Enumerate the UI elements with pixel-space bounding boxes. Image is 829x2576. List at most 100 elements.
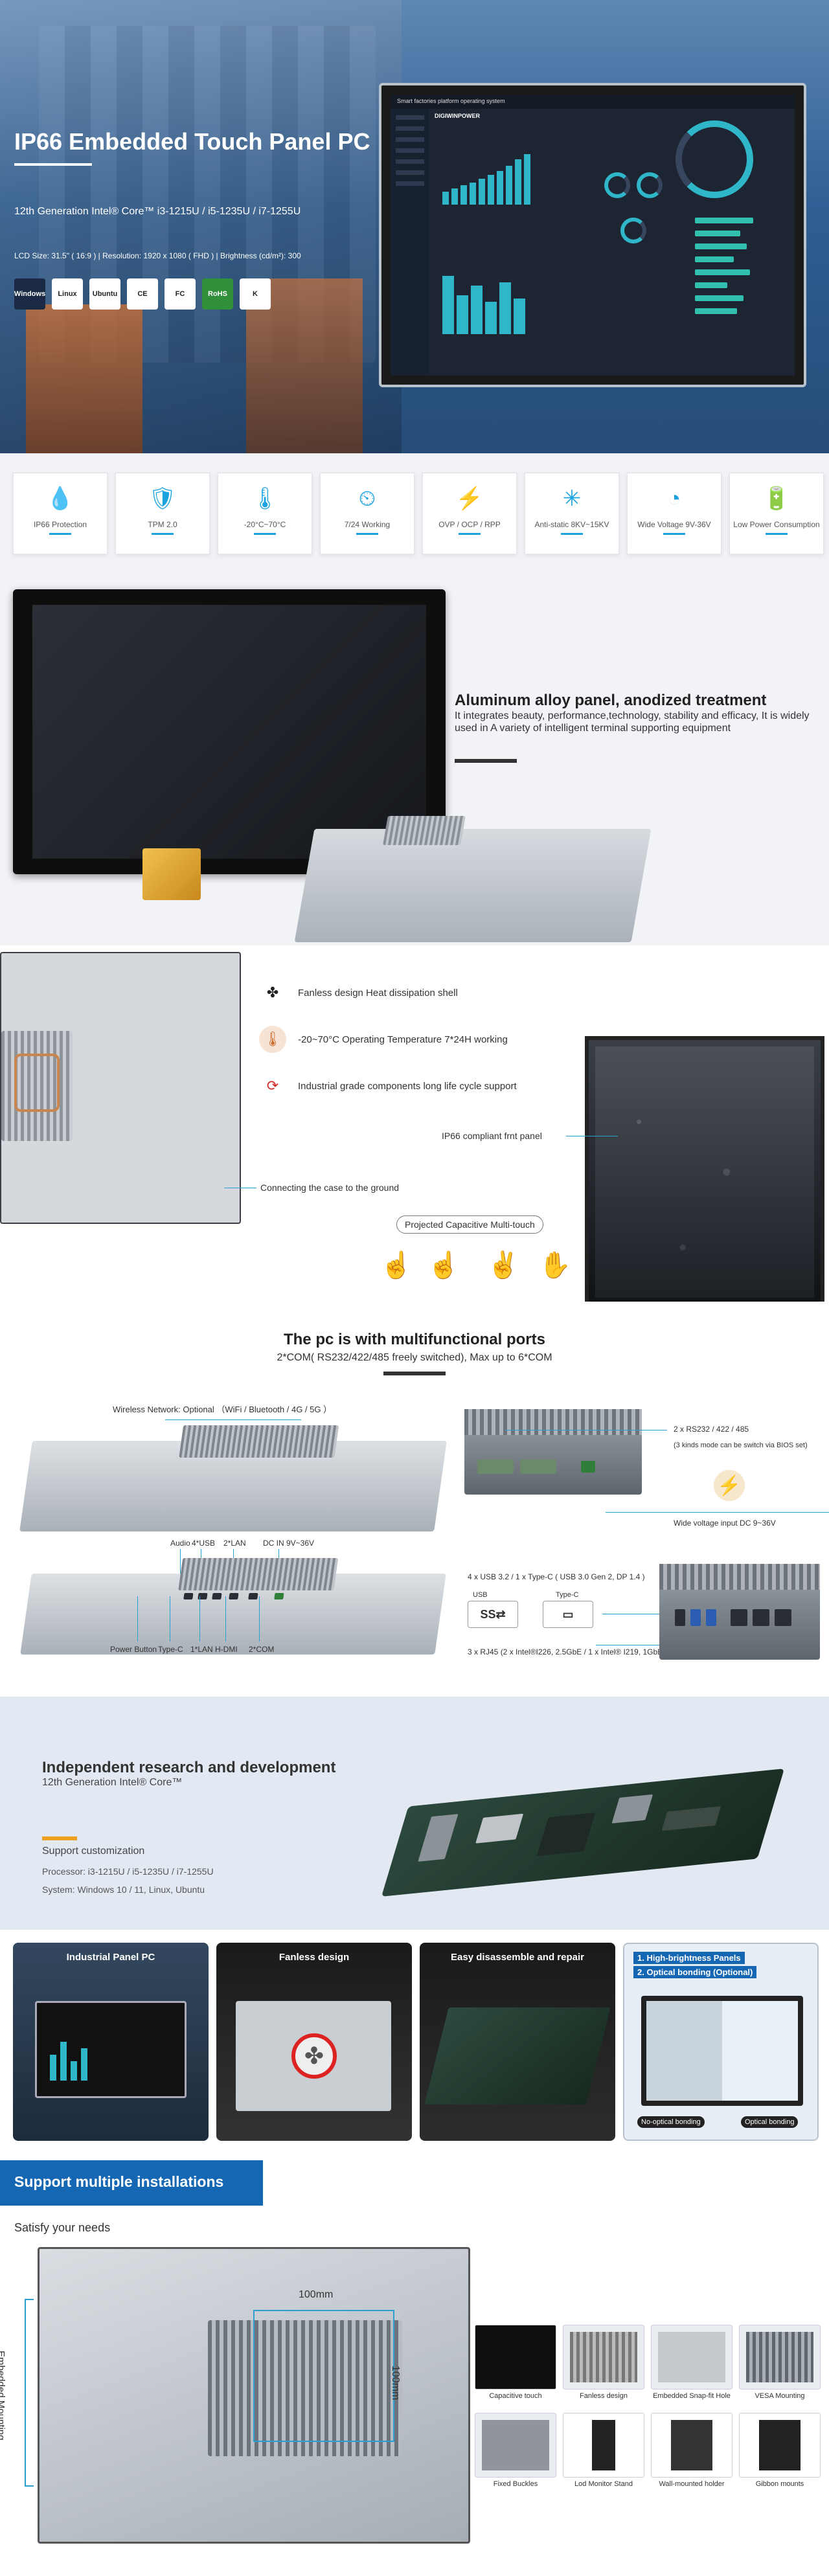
typec-label: Type-C <box>158 1645 183 1654</box>
ce-logo: CE <box>127 278 158 310</box>
cycle-icon: ⟳ <box>266 1078 279 1094</box>
ubuntu-logo: Ubuntu <box>89 278 120 310</box>
feature-card: ⏲7/24 Working <box>320 473 414 554</box>
design-feature-label: Industrial grade components long life cy… <box>298 1080 517 1092</box>
feature-underline <box>561 533 583 535</box>
screen-hbar <box>695 218 753 223</box>
machine-image <box>26 304 142 453</box>
rear-view-image <box>19 1425 447 1531</box>
screen-hbar <box>695 269 750 275</box>
section-subtitle: 2*COM( RS232/422/485 freely switched), M… <box>277 1352 552 1363</box>
com-note: (3 kinds mode can be switch via BIOS set… <box>674 1441 808 1449</box>
gauge-icon: ◔ <box>667 486 681 511</box>
customization-label: Support customization <box>42 1846 145 1857</box>
heatsink <box>383 816 466 845</box>
rj45-port <box>731 1609 747 1626</box>
usb-port <box>690 1609 701 1626</box>
accessory-fanless <box>563 2325 644 2390</box>
screen-bar-chart <box>442 256 525 334</box>
screen-hbar <box>695 308 737 314</box>
card-fanless: Fanless design ✤ <box>216 1943 412 2141</box>
tap-gesture-icon: ☝ <box>380 1251 413 1280</box>
clock-24-icon: ⏲ <box>358 486 376 511</box>
board-component <box>418 1814 459 1862</box>
swipe-gesture-icon: ☝ <box>427 1251 460 1280</box>
title-underline <box>14 163 92 166</box>
accessory-label: Gibbon mounts <box>755 2480 804 2488</box>
card-industrial-pc: Industrial Panel PC <box>13 1943 209 2141</box>
screen-header: Smart factories platform operating syste… <box>391 95 795 109</box>
feature-card: ⚡ OVP / OCP / RPP <box>422 473 517 554</box>
board-component <box>661 1806 721 1831</box>
feature-underline <box>766 533 788 535</box>
board-component <box>475 1813 524 1844</box>
design-feature: ✤Fanless design Heat dissipation shell <box>259 979 458 1006</box>
windows-logo: Windows <box>14 278 45 310</box>
usb-port <box>675 1609 685 1626</box>
screen-bar-chart <box>50 2042 87 2081</box>
card-bonding: 1. High-brightness Panels 2. Optical bon… <box>623 1943 819 2141</box>
heatsink <box>659 1564 820 1590</box>
usb-icon: SS⇄ <box>468 1601 518 1628</box>
power-shield-icon: ⚡ <box>455 486 484 511</box>
embedded-mount-image: 100mm 100mm <box>38 2247 470 2544</box>
install-subtitle: Satisfy your needs <box>14 2221 111 2234</box>
rohs-logo: RoHS <box>202 278 233 310</box>
section-subtitle: 12th Generation Intel® Core™ <box>42 1777 183 1788</box>
rj45-port <box>775 1609 791 1626</box>
typec-caption: Type-C <box>556 1591 579 1599</box>
heatsink <box>208 2320 402 2456</box>
vesa-box <box>253 2310 394 2442</box>
card-title: Easy disassemble and repair <box>451 1952 584 1963</box>
rear-view-image <box>20 1558 446 1655</box>
port <box>183 1593 194 1599</box>
rain-drops <box>595 1046 814 1298</box>
multitouch-badge: Projected Capacitive Multi-touch <box>396 1215 543 1234</box>
callout-line <box>199 1596 200 1642</box>
panel-pc-image <box>35 2001 187 2098</box>
power-button-label: Power Button <box>110 1645 157 1654</box>
card-title: 2. Optical bonding (Optional) <box>633 1966 757 1978</box>
board-component <box>611 1794 653 1824</box>
monitor-back-image <box>294 816 652 942</box>
port <box>212 1593 222 1599</box>
feature-label: OVP / OCP / RPP <box>438 520 501 529</box>
lightning-icon: ⚡ <box>714 1470 745 1501</box>
design-feature-label: Fanless design Heat dissipation shell <box>298 987 458 999</box>
feature-card: 💧IP66 Protection <box>13 473 108 554</box>
usb-port-closeup <box>659 1564 820 1660</box>
callout-line <box>137 1596 138 1642</box>
feature-label: IP66 Protection <box>33 520 87 529</box>
section-title: The pc is with multifunctional ports <box>283 1331 545 1348</box>
feature-card: ✳Anti-static 8KV~15KV <box>525 473 619 554</box>
ports-section: The pc is with multifunctional ports 2*C… <box>0 1302 829 1690</box>
lan-label: 2*LAN <box>223 1539 246 1548</box>
feature-underline <box>152 533 174 535</box>
accessory-capacitive <box>475 2325 556 2390</box>
feature-underline <box>356 533 378 535</box>
temperature-icon: 🌡 <box>259 1026 286 1053</box>
wireless-label: Wireless Network: Optional （WiFi / Bluet… <box>113 1405 332 1414</box>
port <box>248 1593 258 1599</box>
card-title: Fanless design <box>278 1952 350 1963</box>
rotate-gesture-icon: ✋ <box>539 1251 571 1280</box>
design-feature: 🌡-20~70°C Operating Temperature 7*24H wo… <box>259 1026 508 1053</box>
screen-gauge <box>604 172 630 198</box>
ip66-panel-image <box>585 1036 824 1302</box>
accessory-gibbon <box>739 2413 821 2478</box>
hero-subtitle: 12th Generation Intel® Core™ i3-1215U / … <box>14 206 301 217</box>
highlight-cards: Industrial Panel PC Fanless design ✤ Eas… <box>0 1936 829 2150</box>
screen-gauge <box>620 218 646 243</box>
thermometer-icon: 🌡 <box>251 486 279 511</box>
fc-logo: FC <box>165 278 196 310</box>
features-section: 💧IP66 Protection 🛡TPM 2.0 🌡-20°C~70°C ⏲7… <box>0 453 829 576</box>
accessory-wall <box>651 2413 732 2478</box>
callout-line <box>606 1512 829 1513</box>
screen-hbar <box>695 295 744 301</box>
design-section: ✤Fanless design Heat dissipation shell 🌡… <box>0 945 829 1302</box>
ground-label: Connecting the case to the ground <box>260 1182 400 1193</box>
install-banner: Support multiple installations <box>0 2160 263 2206</box>
screen-sidebar <box>391 109 429 376</box>
feature-underline <box>254 533 276 535</box>
page-title: IP66 Embedded Touch Panel PC <box>14 128 370 155</box>
